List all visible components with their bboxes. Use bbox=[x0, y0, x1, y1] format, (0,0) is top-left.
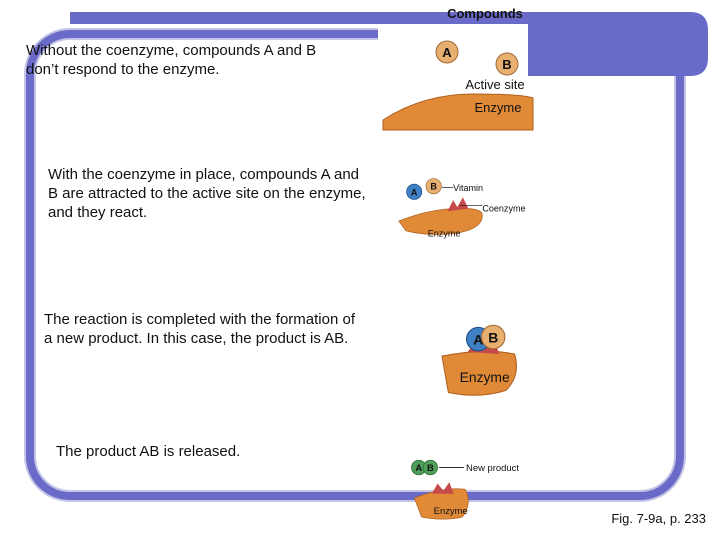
step-2-enzyme bbox=[398, 207, 483, 235]
step-2-compound-b bbox=[425, 178, 442, 195]
step-2-compound-a bbox=[406, 183, 423, 200]
step-3-diagram: A B Enzyme bbox=[378, 298, 528, 408]
compounds-heading: Compounds bbox=[447, 6, 523, 21]
step-1-enzyme bbox=[382, 93, 534, 131]
svg-text:A: A bbox=[411, 187, 418, 197]
step-3-compound-b bbox=[480, 324, 506, 350]
svg-text:B: B bbox=[502, 57, 511, 72]
step-4-compound-b bbox=[422, 459, 438, 476]
step-1-compound-b bbox=[495, 52, 519, 76]
step-1-compound-a bbox=[435, 40, 459, 64]
step-2-coenzyme-label: Coenzyme bbox=[482, 203, 525, 213]
svg-text:B: B bbox=[430, 182, 437, 192]
step-4-description: The product AB is released. bbox=[56, 443, 241, 460]
step-1-diagram: A B Active site Enzyme bbox=[378, 24, 534, 134]
step-1-description: Without the coenzyme, compounds A and B … bbox=[26, 42, 317, 78]
step-1-active-site-label: Active site bbox=[465, 77, 524, 92]
step-3-enzyme-label: Enzyme bbox=[460, 369, 510, 385]
step-2-vitamin-label: Vitamin bbox=[453, 183, 483, 193]
svg-text:B: B bbox=[427, 463, 434, 474]
step-4-diagram: A B New product Enzyme bbox=[378, 430, 598, 530]
svg-text:A: A bbox=[473, 331, 483, 347]
figure-caption: Fig. 7-9a, p. 233 bbox=[611, 511, 706, 526]
step-2-active-site bbox=[447, 197, 469, 212]
step-4-active-site bbox=[431, 482, 454, 494]
step-3-description: The reaction is completed with the forma… bbox=[44, 311, 355, 347]
svg-text:A: A bbox=[415, 463, 422, 474]
svg-text:A: A bbox=[442, 45, 452, 60]
step-4-enzyme-label: Enzyme bbox=[434, 506, 468, 517]
step-2-description: With the coenzyme in place, compounds A … bbox=[48, 166, 366, 221]
svg-text:B: B bbox=[488, 329, 498, 345]
step-4-new-product-label: New product bbox=[466, 463, 519, 474]
step-1-enzyme-label: Enzyme bbox=[475, 100, 522, 115]
step-2-diagram: A B Vitamin Coenzyme Enzyme bbox=[378, 150, 608, 260]
step-2-enzyme-label: Enzyme bbox=[428, 228, 461, 238]
